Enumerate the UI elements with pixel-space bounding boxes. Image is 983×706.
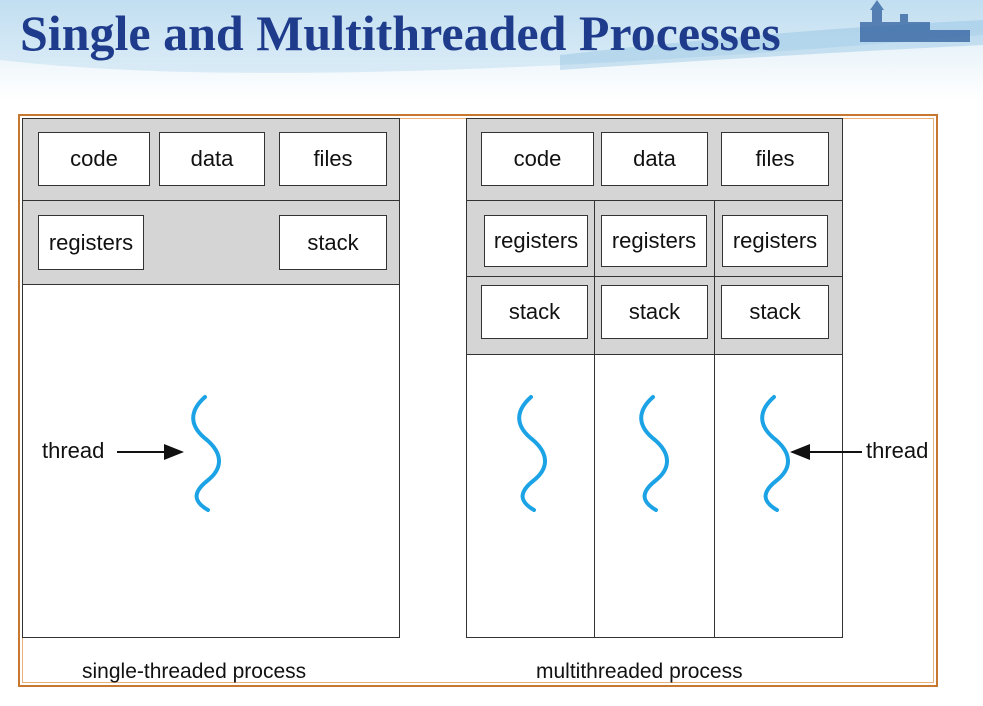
single-divider-2 [23,284,399,285]
multi-thread-divider-1 [594,200,595,637]
single-stack-box: stack [279,215,387,270]
single-files-box: files [279,132,387,186]
single-thread-squiggle-icon [191,395,221,512]
multi-registers-box-2: registers [601,215,707,267]
multi-thread-squiggle-icon-3 [760,395,790,512]
multi-stack-box-1: stack [481,285,588,339]
multi-thread-squiggle-icon-1 [517,395,547,512]
multi-thread-divider-2 [714,200,715,637]
multi-files-box: files [721,132,829,186]
multi-divider-1 [467,200,842,201]
multi-divider-2 [467,276,842,277]
multi-code-box: code [481,132,594,186]
multi-registers-box-3: registers [722,215,828,267]
multi-registers-box-1: registers [484,215,588,267]
single-divider-1 [23,200,399,201]
single-registers-box: registers [38,215,144,270]
multi-data-box: data [601,132,708,186]
single-threaded-caption: single-threaded process [82,660,307,683]
single-threaded-process: code data files registers stack [22,118,400,638]
multi-stack-box-2: stack [601,285,708,339]
header-band: Single and Multithreaded Processes [0,0,983,100]
header-decoration [0,0,983,73]
single-code-box: code [38,132,150,186]
multithreaded-process: code data files registers registers regi… [466,118,843,638]
multi-thread-label: thread [866,438,929,463]
multi-thread-squiggle-icon-2 [639,395,669,512]
multi-divider-3 [467,354,842,355]
multi-stack-box-3: stack [721,285,829,339]
single-data-box: data [159,132,265,186]
multithreaded-caption: multithreaded process [536,660,743,683]
page-title: Single and Multithreaded Processes [20,5,781,61]
single-thread-label: thread [42,438,105,463]
